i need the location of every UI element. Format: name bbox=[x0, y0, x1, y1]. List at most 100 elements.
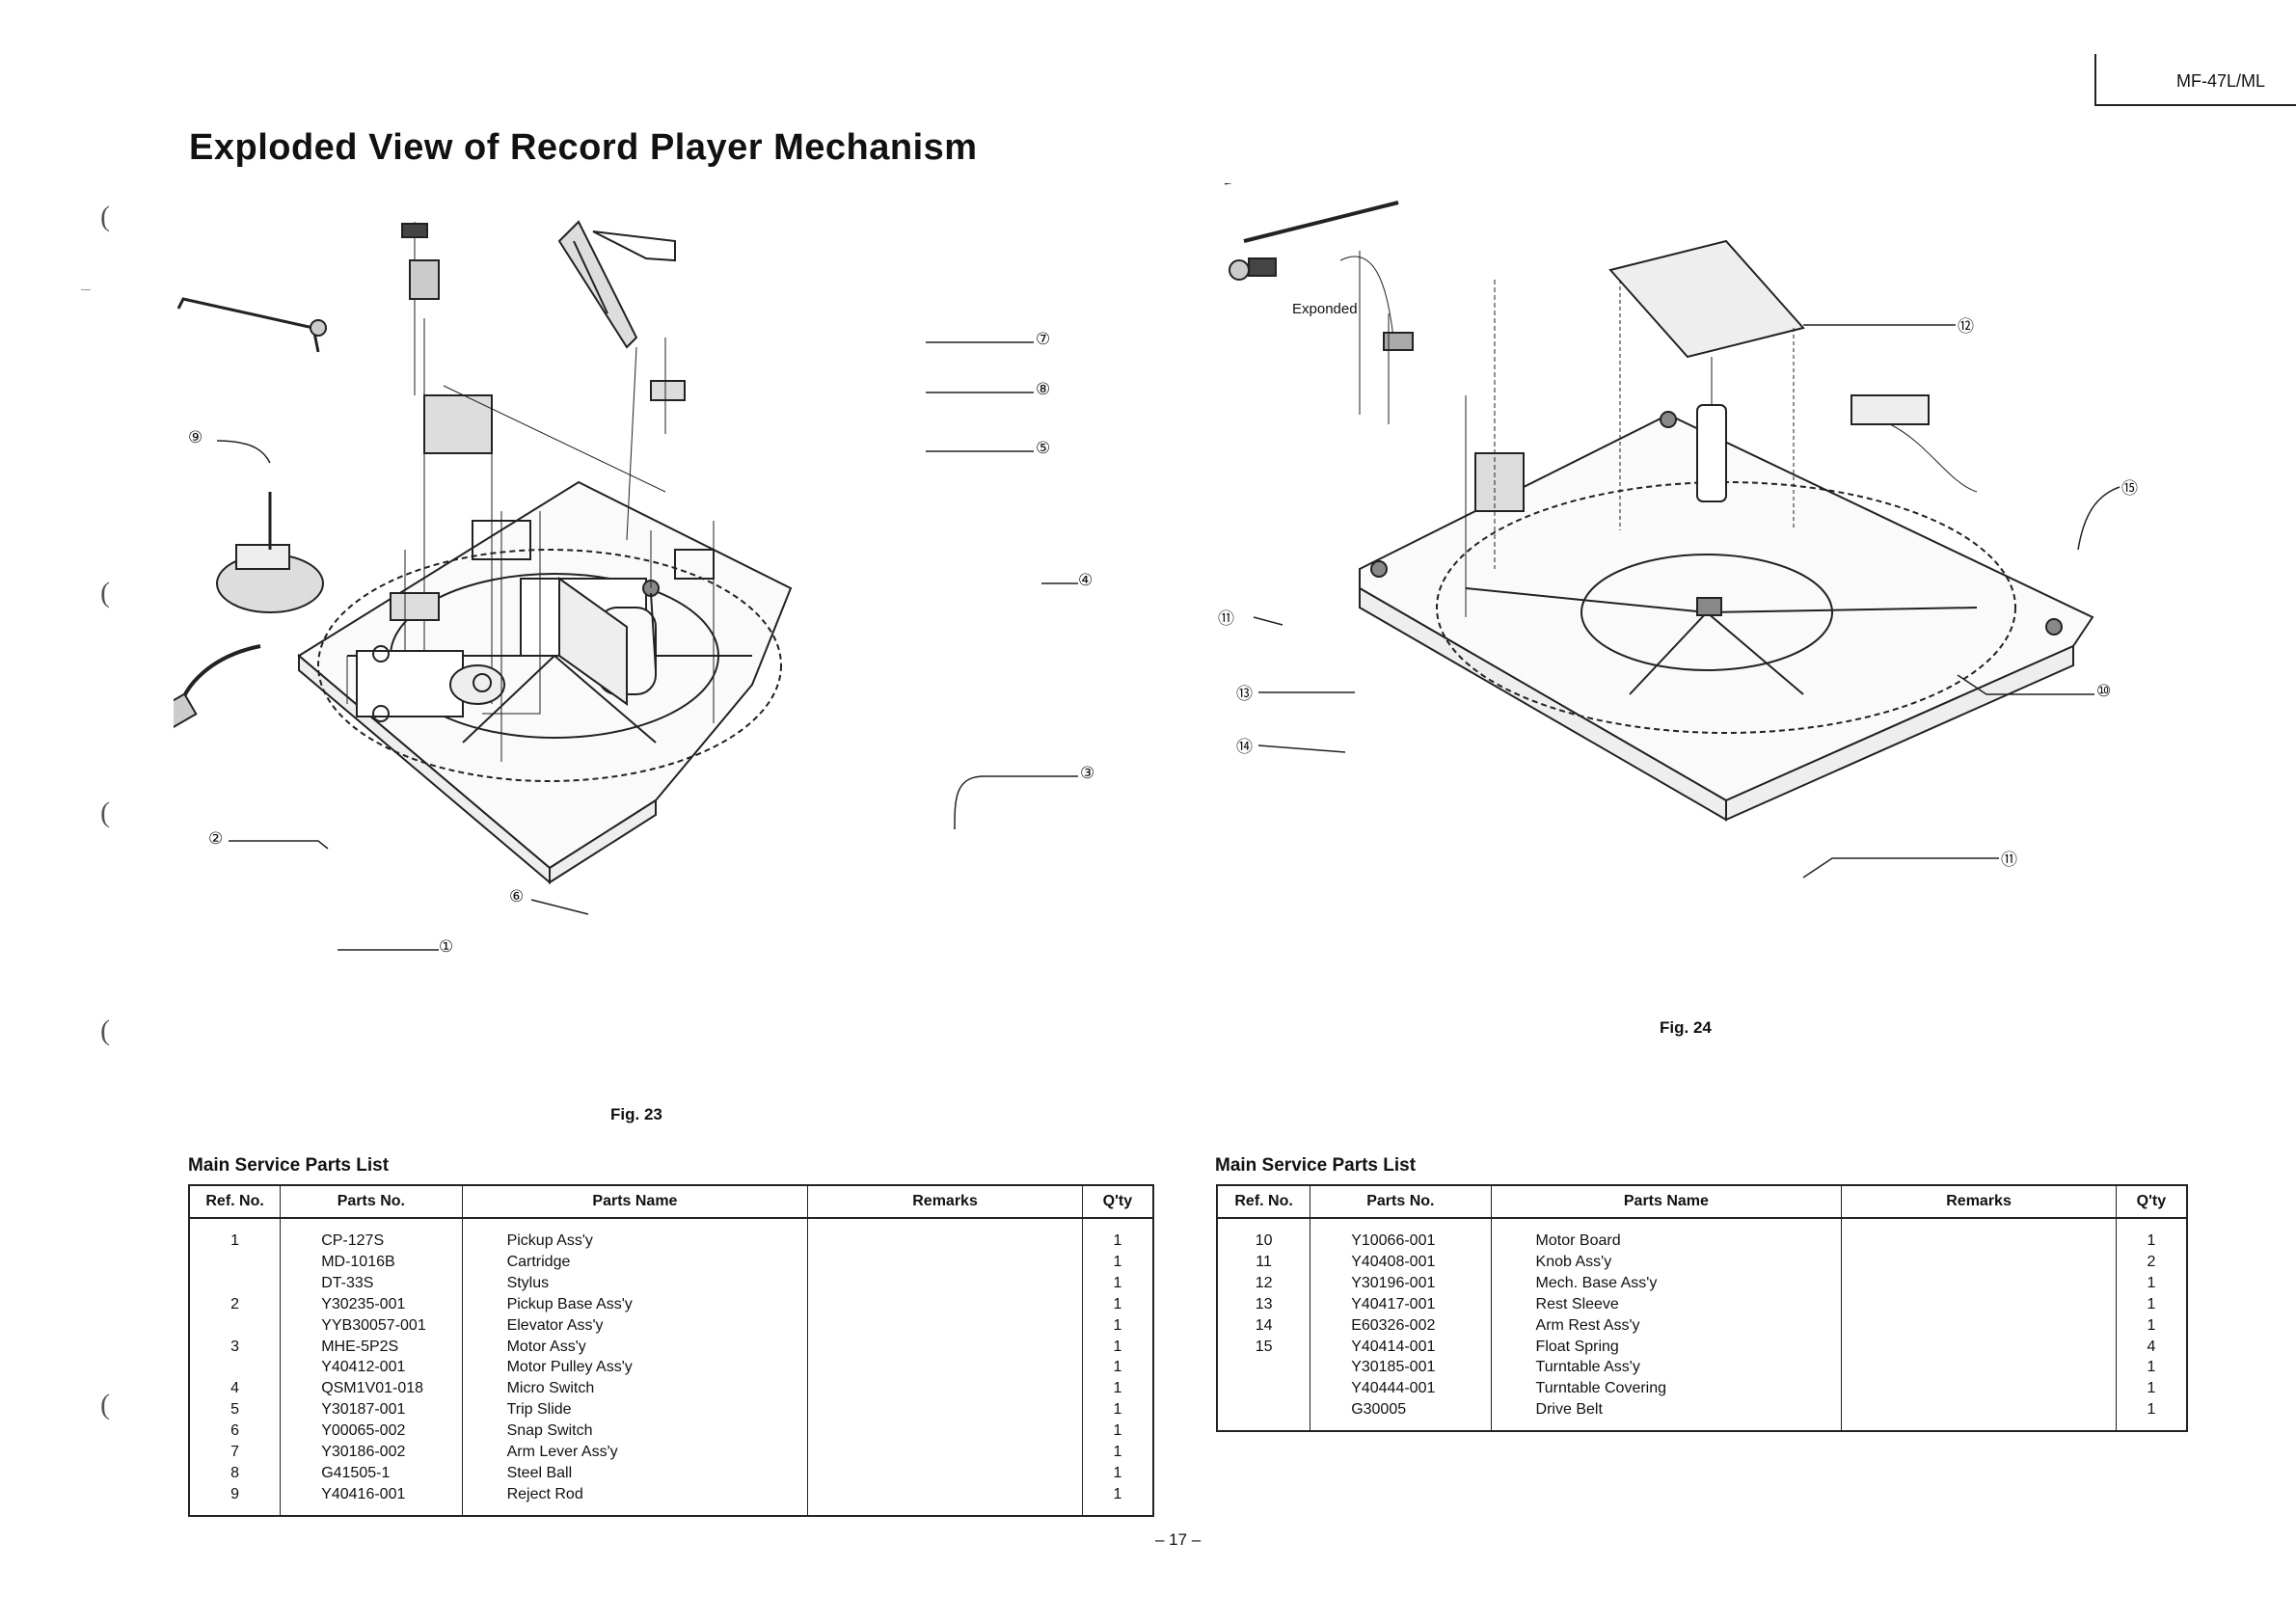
cell bbox=[190, 1273, 280, 1294]
cell: 15 bbox=[1255, 1338, 1273, 1355]
callout-3: ③ bbox=[1080, 764, 1095, 782]
cell: 7 bbox=[230, 1444, 240, 1461]
qty-column: 1 1 1 1 1 1 1 1 1 1 1 1 1 bbox=[1081, 1218, 1154, 1516]
cell: Y30235-001 bbox=[321, 1295, 406, 1312]
micro-switch bbox=[650, 380, 686, 401]
margin-mark: ( bbox=[100, 797, 110, 828]
cell: 1 bbox=[1113, 1295, 1122, 1312]
cell bbox=[1218, 1399, 1310, 1420]
cell: 12 bbox=[1255, 1274, 1273, 1291]
column-header: Q'ty bbox=[2115, 1184, 2188, 1219]
cell: Trip Slide bbox=[506, 1401, 572, 1419]
column-header: Q'ty bbox=[1081, 1184, 1154, 1219]
cell: YYB30057-001 bbox=[321, 1316, 426, 1334]
cell: Y40444-001 bbox=[1351, 1380, 1436, 1397]
cell: Y40417-001 bbox=[1351, 1295, 1436, 1312]
cell: Y40408-001 bbox=[1351, 1253, 1436, 1270]
parts-list-title-right: Main Service Parts List bbox=[1215, 1155, 1417, 1176]
cell: Drive Belt bbox=[1535, 1401, 1603, 1419]
cell: 2 bbox=[2147, 1253, 2156, 1270]
cell: Y30187-001 bbox=[321, 1401, 406, 1419]
column-header: Parts No. bbox=[1310, 1184, 1492, 1219]
margin-mark: ( bbox=[100, 201, 110, 232]
callout-1: ① bbox=[439, 937, 454, 956]
cell: Y40412-001 bbox=[321, 1359, 406, 1376]
turntable-outline bbox=[317, 549, 782, 782]
remarks-column bbox=[1841, 1218, 2117, 1432]
model-number-box: MF-47L/ML bbox=[2094, 54, 2296, 106]
cell: G30005 bbox=[1351, 1401, 1407, 1419]
cell bbox=[190, 1252, 280, 1273]
cell: 1 bbox=[230, 1232, 240, 1249]
cell: Turntable Covering bbox=[1535, 1380, 1667, 1397]
tonearm-tip bbox=[1243, 201, 1399, 243]
column-header: Parts Name bbox=[461, 1184, 809, 1219]
cell: Rest Sleeve bbox=[1535, 1295, 1619, 1312]
margin-dash bbox=[81, 289, 91, 290]
cell: 10 bbox=[1255, 1232, 1273, 1249]
callout-2: ② bbox=[208, 829, 224, 848]
column-header: Parts No. bbox=[280, 1184, 463, 1219]
cell: Y00065-002 bbox=[321, 1422, 406, 1440]
cell: Turntable Ass'y bbox=[1535, 1359, 1640, 1376]
callout-7: ⑦ bbox=[1036, 330, 1051, 348]
column-header: Remarks bbox=[807, 1184, 1083, 1219]
remarks-column bbox=[807, 1218, 1083, 1516]
cell: Knob Ass'y bbox=[1535, 1253, 1612, 1270]
parts-name-column: Pickup Ass'y Cartridge Stylus Pickup Bas… bbox=[461, 1218, 809, 1516]
cell: 1 bbox=[1113, 1464, 1122, 1481]
cell: Motor Ass'y bbox=[506, 1338, 586, 1355]
cell: 1 bbox=[2147, 1359, 2156, 1376]
cell: Y40416-001 bbox=[321, 1485, 406, 1502]
cell: 1 bbox=[1113, 1232, 1122, 1249]
cell: CP-127S bbox=[321, 1232, 385, 1249]
callout-11: ⑪ bbox=[1218, 609, 1234, 628]
cell: 14 bbox=[1255, 1316, 1273, 1334]
cell: Y40414-001 bbox=[1351, 1338, 1436, 1355]
cell: Float Spring bbox=[1535, 1338, 1619, 1355]
cell: 1 bbox=[1113, 1253, 1122, 1270]
page-title: Exploded View of Record Player Mechanism bbox=[189, 127, 978, 168]
cell bbox=[190, 1315, 280, 1337]
cell: Stylus bbox=[506, 1274, 550, 1291]
cell: 5 bbox=[230, 1401, 240, 1419]
cell: MD-1016B bbox=[321, 1253, 395, 1270]
callout-15: ⑮ bbox=[2121, 479, 2138, 498]
cell: G41505-1 bbox=[321, 1464, 391, 1481]
cell: 1 bbox=[2147, 1274, 2156, 1291]
cell bbox=[1218, 1378, 1310, 1399]
cell: 2 bbox=[230, 1295, 240, 1312]
cell: 1 bbox=[1113, 1316, 1122, 1334]
cell: 6 bbox=[230, 1422, 240, 1440]
cell: 1 bbox=[1113, 1401, 1122, 1419]
cell: Cartridge bbox=[506, 1253, 571, 1270]
cell: 1 bbox=[1113, 1338, 1122, 1355]
cell: E60326-002 bbox=[1351, 1316, 1436, 1334]
parts-no-column: CP-127S MD-1016B DT-33S Y30235-001 YYB30… bbox=[280, 1218, 463, 1516]
cell: 1 bbox=[2147, 1401, 2156, 1419]
cell: 4 bbox=[230, 1380, 240, 1397]
column-header: Parts Name bbox=[1490, 1184, 1843, 1219]
cell: Pickup Ass'y bbox=[506, 1232, 593, 1249]
parts-name-column: Motor Board Knob Ass'y Mech. Base Ass'y … bbox=[1490, 1218, 1843, 1432]
qty-column: 1 2 1 1 1 4 1 1 1 bbox=[2115, 1218, 2188, 1432]
cell: 1 bbox=[2147, 1295, 2156, 1312]
cell: Y30185-001 bbox=[1351, 1359, 1436, 1376]
callout-5: ⑤ bbox=[1036, 439, 1051, 457]
cell: QSM1V01-018 bbox=[321, 1380, 424, 1397]
parts-list-title-left: Main Service Parts List bbox=[188, 1155, 390, 1176]
cell: 1 bbox=[2147, 1316, 2156, 1334]
motor-board bbox=[1608, 239, 1805, 359]
callout-6: ⑥ bbox=[509, 887, 525, 906]
cell: 3 bbox=[230, 1338, 240, 1355]
cell: Y30186-002 bbox=[321, 1444, 406, 1461]
ref-no-column: 1 2 3 4 5 6 7 8 9 bbox=[188, 1218, 282, 1516]
column-header: Ref. No. bbox=[188, 1184, 282, 1219]
cell: 13 bbox=[1255, 1295, 1273, 1312]
cell: 1 bbox=[1113, 1485, 1122, 1502]
cell: Micro Switch bbox=[506, 1380, 595, 1397]
column-header: Ref. No. bbox=[1216, 1184, 1311, 1219]
cell: Steel Ball bbox=[506, 1464, 573, 1481]
cell: 1 bbox=[1113, 1274, 1122, 1291]
